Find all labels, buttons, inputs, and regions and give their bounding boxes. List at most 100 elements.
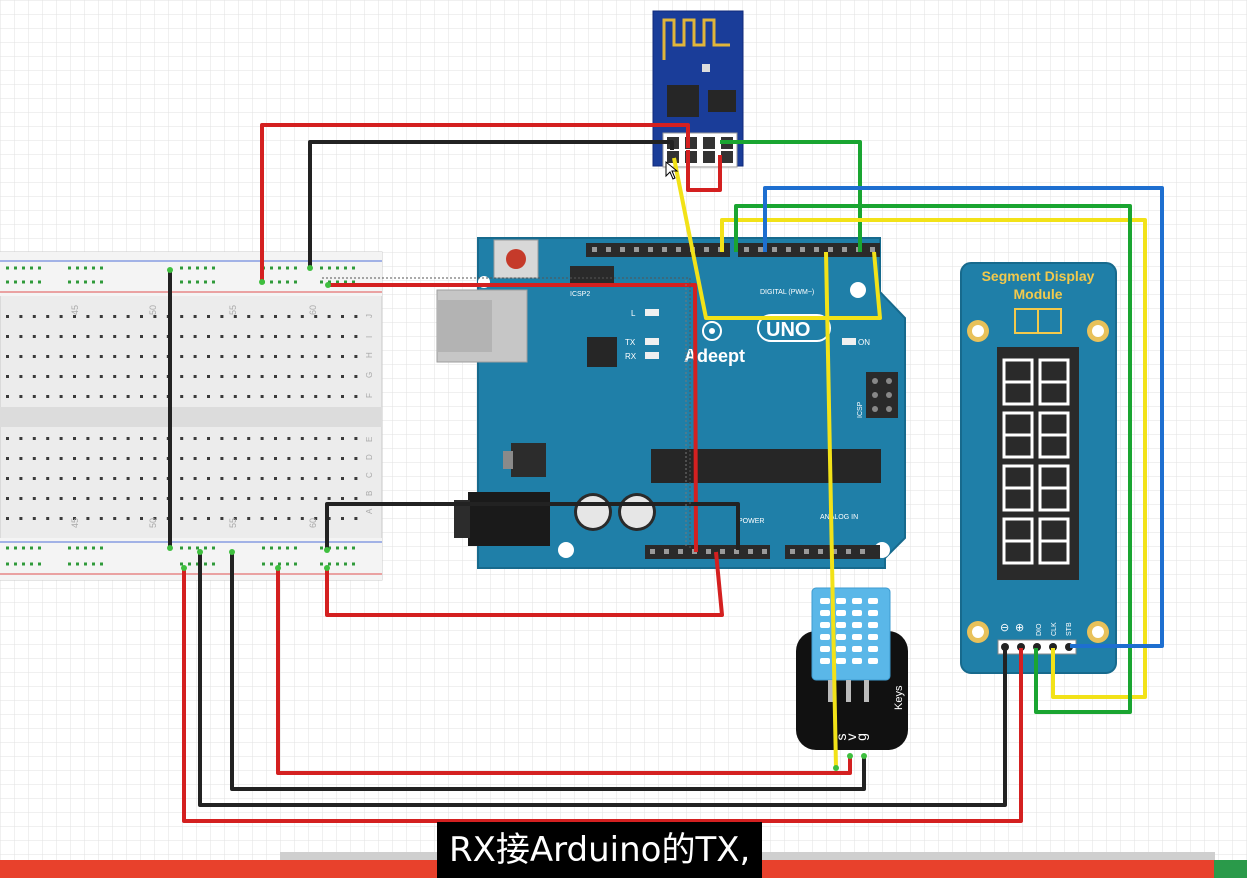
header-pin	[664, 549, 669, 554]
breadboard-hole	[341, 497, 344, 500]
header-pin	[832, 549, 837, 554]
breadboard-hole	[113, 375, 117, 378]
rail-hole	[294, 562, 297, 566]
breadboard-hole	[59, 355, 63, 358]
rail-hole	[30, 546, 33, 550]
breadboard-hole	[46, 477, 50, 480]
header-pin	[650, 549, 655, 554]
breadboard-hole	[341, 315, 344, 318]
wire-red-esp-loop	[686, 150, 722, 192]
breadboard-hole	[59, 477, 63, 480]
grille-slot	[852, 658, 862, 664]
breadboard-hole	[193, 477, 197, 480]
rail-hole	[212, 562, 215, 566]
breadboard-hole	[46, 315, 50, 318]
breadboard-hole	[32, 355, 36, 358]
breadboard-hole	[126, 355, 130, 358]
breadboard-hole	[327, 335, 331, 338]
breadboard-hole	[327, 355, 331, 358]
breadboard-hole	[300, 355, 304, 358]
breadboard-hole	[247, 315, 251, 318]
breadboard-hole	[314, 497, 318, 500]
rail-hole	[328, 266, 331, 270]
header-pin	[870, 247, 875, 252]
rail-hole	[212, 280, 215, 284]
dht-grille	[820, 598, 878, 664]
grille-slot	[820, 610, 830, 616]
rail-hole	[270, 546, 273, 550]
breadboard-hole	[153, 335, 157, 338]
breadboard-hole	[220, 517, 224, 520]
sensor-pin-s: s	[833, 734, 849, 741]
arduino-board: L TX RX ON ICSP ICSP2 DIGITAL (PWM~) POW…	[436, 237, 906, 569]
breadboard-hole	[247, 477, 251, 480]
breadboard-hole	[126, 395, 130, 398]
grille-slot	[836, 646, 846, 652]
rail-hole	[286, 280, 289, 284]
rail-hole	[352, 546, 355, 550]
wire-yellow-sensor	[824, 251, 838, 769]
breadboard-hole	[59, 395, 63, 398]
breadboard-hole	[6, 355, 9, 358]
breadboard-hole	[73, 437, 76, 440]
rail-hole	[68, 546, 71, 550]
breadboard-hole	[99, 477, 103, 480]
header-pin	[744, 247, 749, 252]
breadboard-hole	[46, 335, 50, 338]
breadboard-hole	[73, 355, 76, 358]
grille-slot	[836, 634, 846, 640]
grille-slot	[852, 634, 862, 640]
breadboard-hole	[327, 395, 331, 398]
breadboard-hole	[314, 315, 318, 318]
breadboard-hole	[341, 355, 344, 358]
rail-hole	[278, 266, 281, 270]
breadboard-hole	[220, 355, 224, 358]
breadboard-hole	[99, 355, 103, 358]
wire-black-esp-gnd	[308, 140, 674, 268]
breadboard-hole	[233, 497, 237, 500]
rail-hole	[204, 562, 207, 566]
breadboard-hole	[233, 457, 237, 460]
breadboard-hole	[247, 457, 251, 460]
breadboard-labels: 45 50 55 60 45 50 55 60 J I H G F E D C …	[70, 305, 374, 528]
grille-slot	[868, 658, 878, 664]
breadboard-hole	[354, 437, 358, 440]
rail-hole	[336, 266, 339, 270]
breadboard-hole	[180, 457, 184, 460]
grille-slot	[836, 598, 846, 604]
header-pin	[662, 247, 667, 252]
breadboard-hole	[140, 497, 143, 500]
rail-hole	[14, 280, 17, 284]
rail-hole	[328, 280, 331, 284]
breadboard-hole	[19, 477, 23, 480]
breadboard-hole	[126, 517, 130, 520]
breadboard-hole	[300, 315, 304, 318]
rail-hole	[212, 266, 215, 270]
breadboard-hole	[207, 375, 210, 378]
breadboard-hole	[314, 375, 318, 378]
breadboard-hole	[180, 355, 184, 358]
breadboard-hole	[260, 375, 264, 378]
breadboard-hole	[207, 315, 210, 318]
power-label: POWER	[738, 518, 764, 525]
grille-slot	[852, 598, 862, 604]
antenna-trace	[662, 18, 730, 60]
rail-hole	[188, 266, 191, 270]
breadboard-hole	[274, 395, 277, 398]
led-on-label: ON	[858, 338, 870, 347]
breadboard-hole	[260, 395, 264, 398]
breadboard-hole	[32, 457, 36, 460]
breadboard-hole	[140, 437, 143, 440]
wire-black-gnd	[325, 502, 740, 550]
breadboard-hole	[247, 437, 251, 440]
led	[702, 64, 710, 72]
rail-hole	[100, 280, 103, 284]
breadboard-hole	[6, 457, 9, 460]
voltage-regulator	[511, 443, 546, 477]
grille-slot	[852, 646, 862, 652]
header-pin	[606, 247, 611, 252]
breadboard-hole	[86, 335, 90, 338]
video-control[interactable]	[1214, 860, 1247, 878]
rail-hole	[14, 546, 17, 550]
breadboard-hole	[32, 437, 36, 440]
